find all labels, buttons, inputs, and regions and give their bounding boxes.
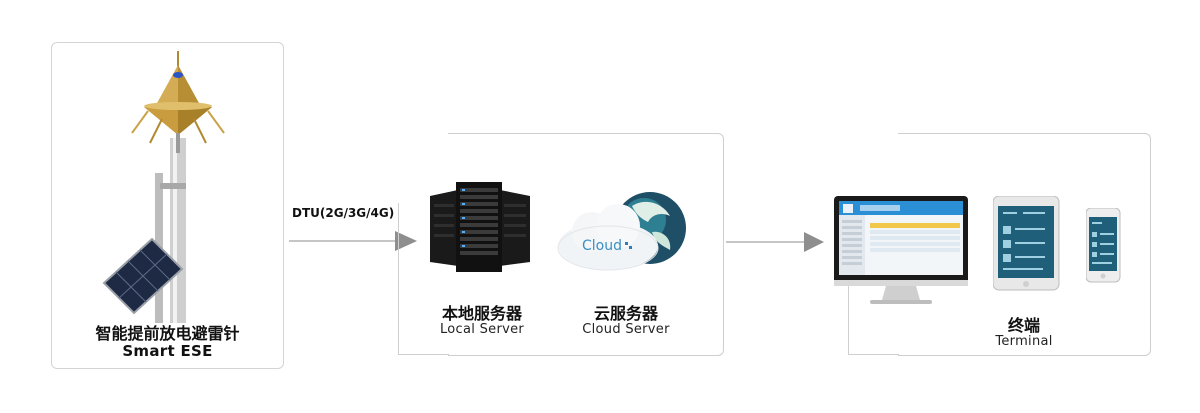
lightning-rod-illustration <box>102 51 225 323</box>
tablet-icon <box>993 196 1060 291</box>
arrow-to-terminals <box>726 232 824 252</box>
cloud-server-name-zh: 云服务器 <box>593 304 658 323</box>
terminal-name-en: Terminal <box>995 334 1053 349</box>
local-server-name-en: Local Server <box>439 322 525 337</box>
cloud-globe-icon: Cloud <box>557 192 686 271</box>
cloud-server-name-en: Cloud Server <box>582 322 670 337</box>
solar-panel <box>102 237 184 315</box>
server-rack-icon <box>430 182 530 272</box>
smart-ese-panel <box>51 42 284 369</box>
smart-ese-name-en: Smart ESE <box>122 342 213 360</box>
smart-ese-name-zh: 智能提前放电避雷针 <box>95 324 240 343</box>
cloud-text: Cloud <box>582 238 622 254</box>
local-server-name-zh: 本地服务器 <box>441 304 522 323</box>
arrow-to-servers <box>289 231 417 251</box>
desktop-monitor-icon <box>834 196 968 304</box>
phone-icon <box>1086 208 1121 283</box>
mast <box>170 138 186 323</box>
dtu-label: DTU(2G/3G/4G) <box>292 206 395 220</box>
terminal-name-zh: 终端 <box>1007 316 1040 335</box>
